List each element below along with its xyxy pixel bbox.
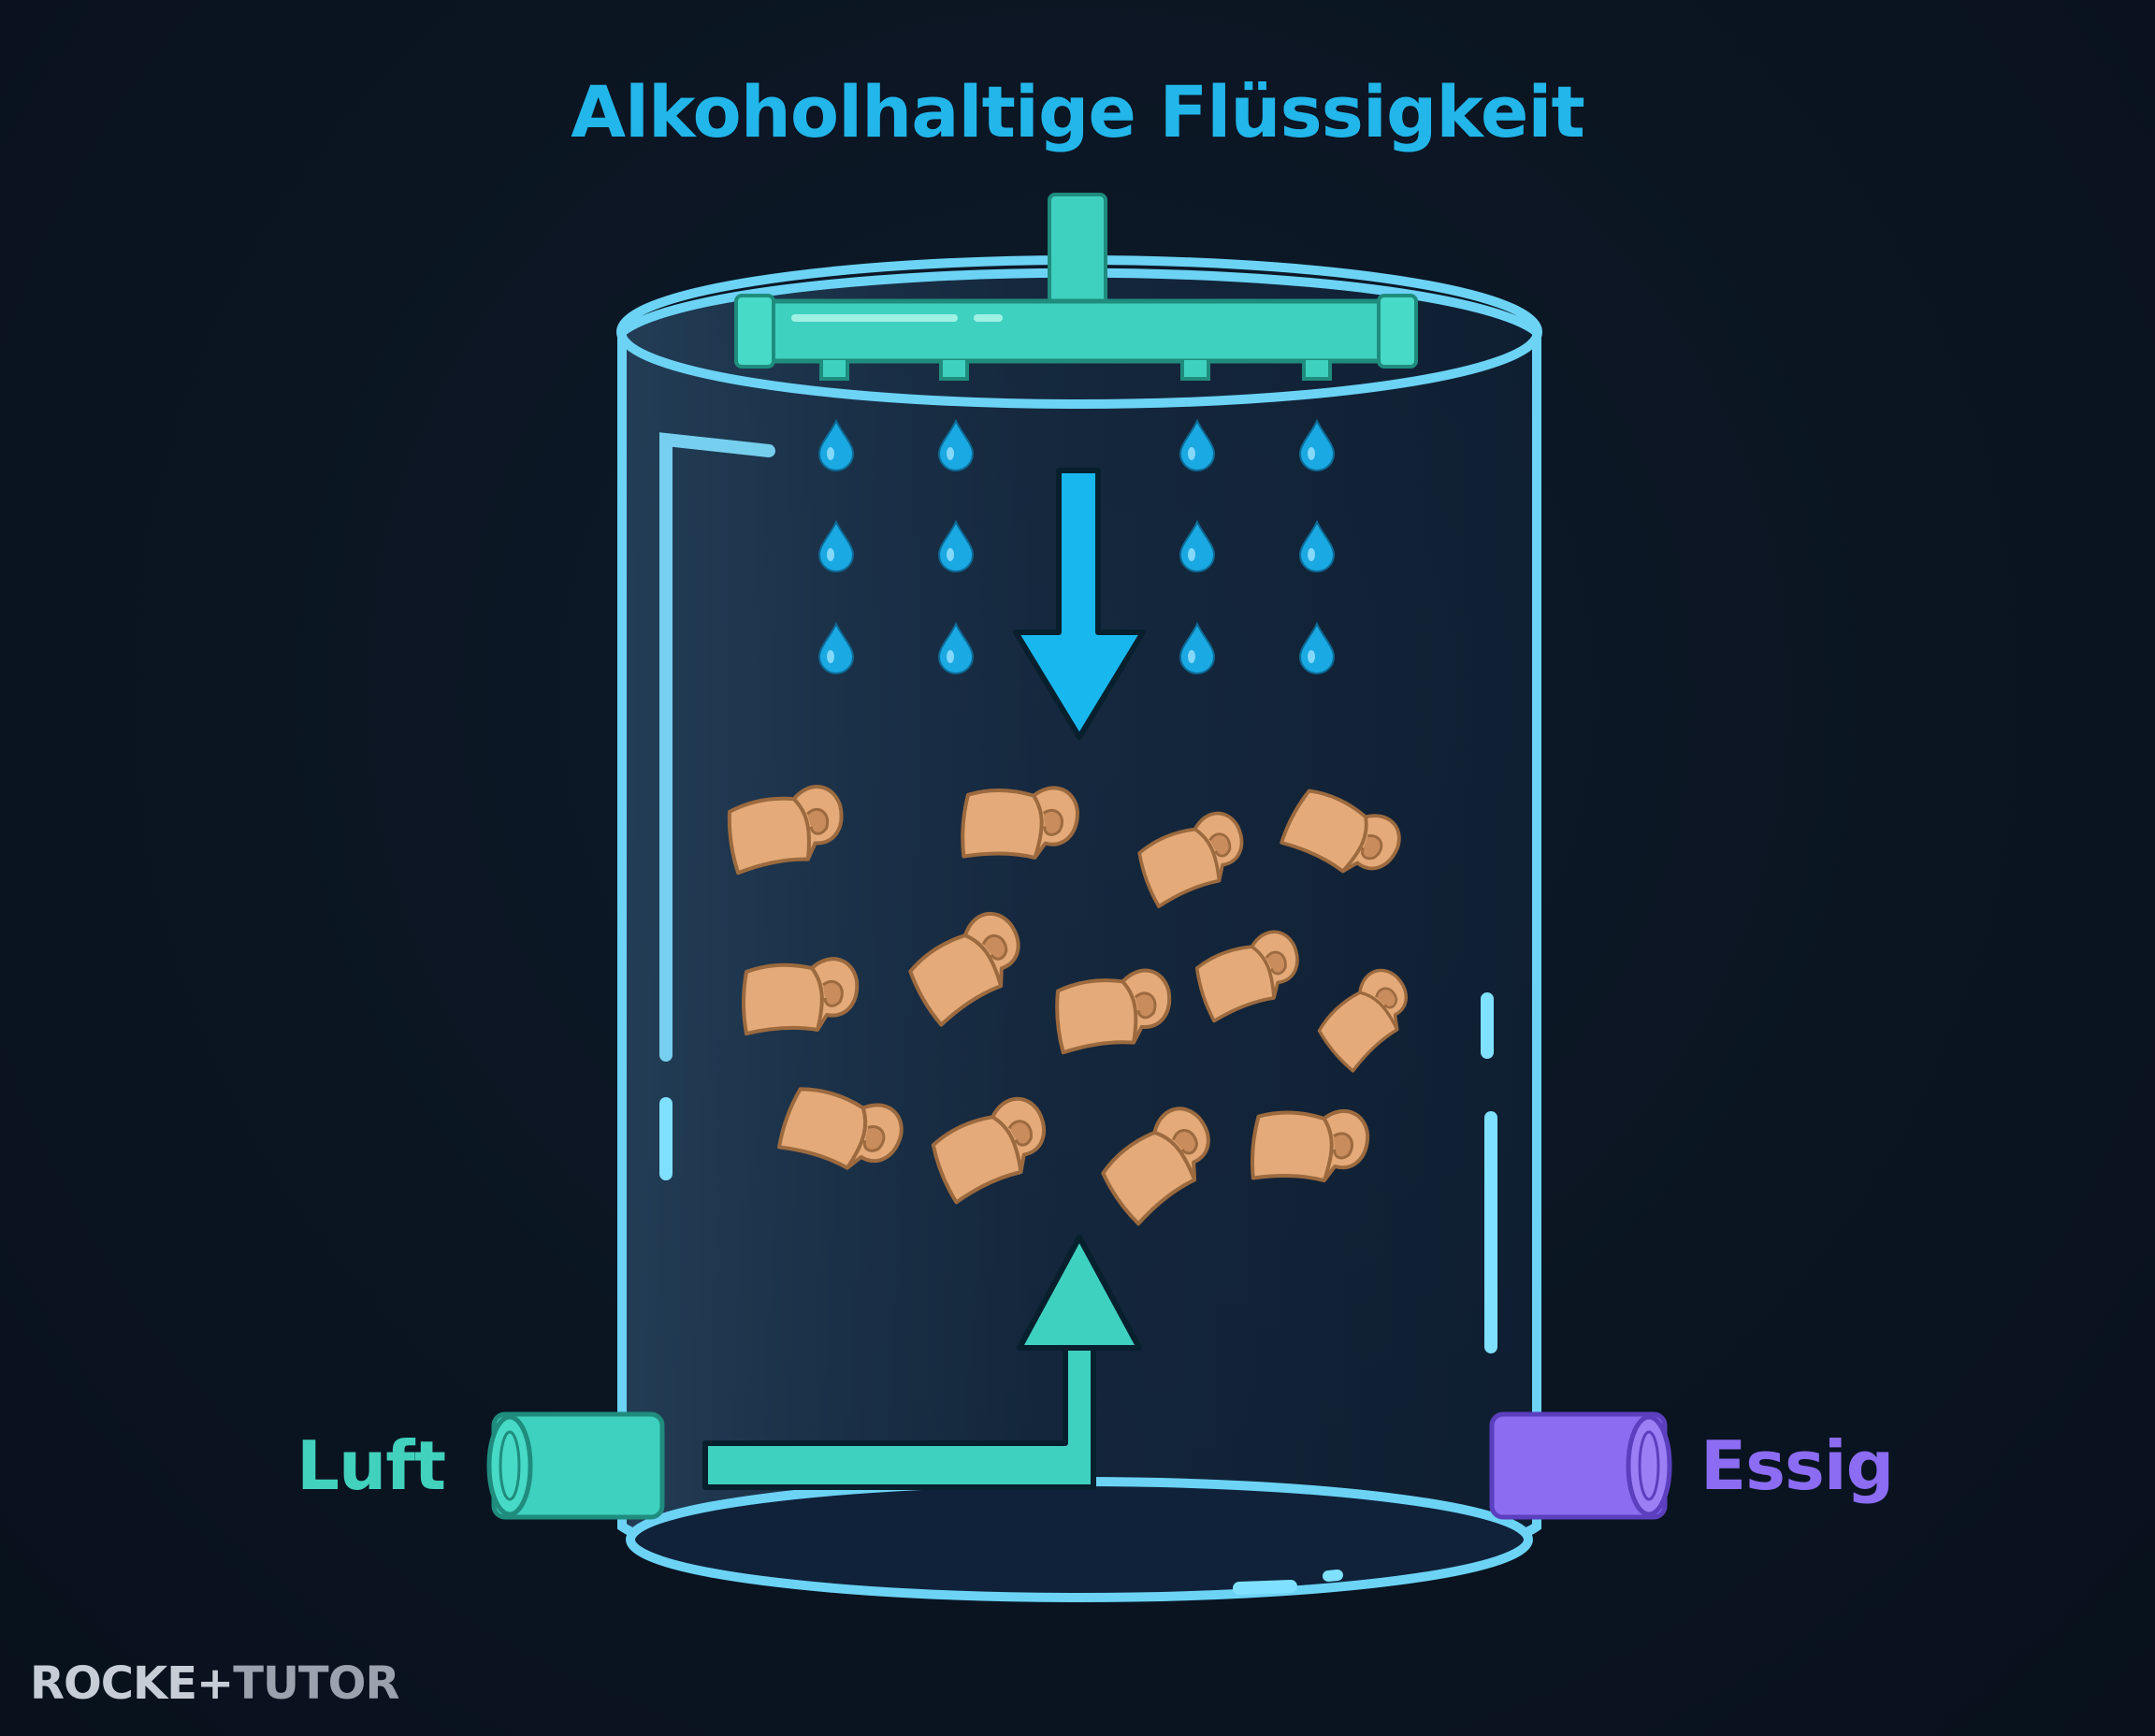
glass-highlight bbox=[1323, 1570, 1343, 1582]
liquid-inlet-label: Alkoholhaltige Flüssigkeit bbox=[571, 70, 1585, 153]
vessel-bottom-rim bbox=[626, 1477, 1533, 1602]
nozzle bbox=[1302, 360, 1332, 381]
nozzle bbox=[1180, 360, 1210, 381]
vinegar-outlet-pipe bbox=[1489, 1411, 1672, 1520]
brand-logo: ROCKE+TUTOR bbox=[30, 1657, 399, 1710]
nozzle bbox=[819, 360, 849, 381]
vessel bbox=[616, 255, 1542, 1602]
glass-highlight bbox=[1233, 1580, 1297, 1595]
air-inlet-label: Luft bbox=[296, 1426, 446, 1505]
distributor-pipe bbox=[734, 193, 1418, 381]
vinegar-outlet-label: Essig bbox=[1700, 1426, 1894, 1505]
up-arrow-icon bbox=[1017, 1235, 1142, 1351]
glass-highlight bbox=[659, 432, 775, 1062]
brand-part1: ROCKE+ bbox=[30, 1657, 234, 1710]
brand-part2: TUTOR bbox=[233, 1657, 399, 1710]
down-arrow-icon bbox=[1013, 468, 1146, 740]
nozzle bbox=[939, 360, 969, 381]
air-inlet-pipe bbox=[486, 1411, 665, 1520]
